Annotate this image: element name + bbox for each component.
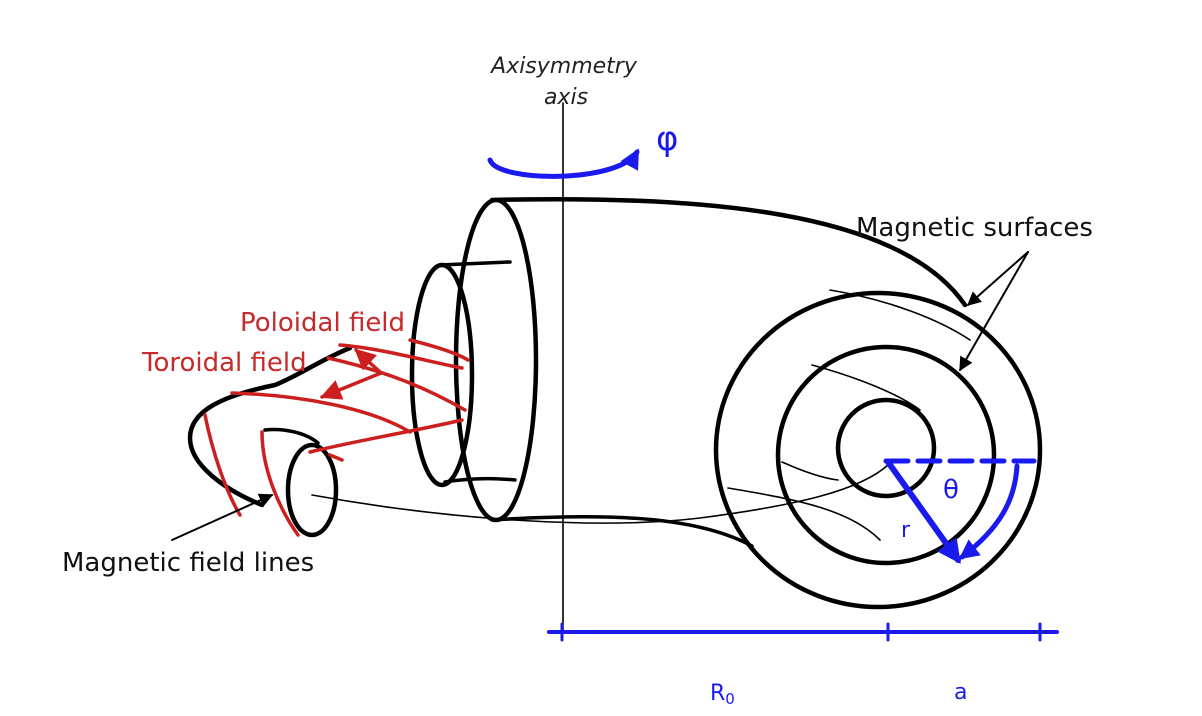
toroidal-field-line-5	[326, 356, 467, 412]
R0-label-subscript: 0	[725, 690, 735, 708]
inner-tube-spine-line	[311, 464, 889, 524]
left-tube-end-ellipse	[285, 442, 339, 538]
left-tube-inner-lip	[263, 427, 320, 445]
magnetic-surfaces-label: Magnetic surfaces	[856, 213, 1093, 243]
r-label: r	[901, 518, 911, 543]
a-label: a	[954, 680, 967, 705]
toroidal-field-line-3	[230, 391, 412, 434]
poloidal-field-arrow	[354, 348, 383, 375]
torus-middle-cut-ellipse	[409, 262, 475, 488]
R0-label: R0	[710, 681, 735, 708]
theta-angle-arrow	[958, 463, 1020, 560]
toroidal-field-line-1	[203, 413, 242, 517]
magnetic-surface-middle-circle	[775, 344, 997, 566]
surface-contour-line-2	[811, 364, 921, 411]
magnetic-surface-outer-circle	[713, 290, 1043, 610]
magnetic-surfaces-arrow-2	[959, 251, 1029, 372]
magnetic-field-lines-arrow	[171, 493, 274, 541]
torus-middle-bottom-edge	[443, 476, 517, 484]
toroidal-field-line-8	[328, 453, 344, 462]
toroidal-field-line-2	[260, 430, 300, 537]
r-vector-arrow	[885, 459, 961, 564]
magnetic-surface-inner-circle	[835, 397, 937, 499]
left-tube-outer-boundary	[187, 345, 353, 508]
poloidal-field-label: Poloidal field	[240, 308, 405, 338]
axis-label-line1: Axisymmetry	[489, 54, 638, 79]
torus-outer-top-edge	[489, 196, 968, 308]
surface-contour-line-4	[727, 487, 881, 541]
surface-contour-line-1	[829, 289, 971, 341]
torus-outer-cut-ellipse	[453, 197, 539, 523]
R0-label-main: R	[710, 681, 725, 706]
magnetic-field-lines-label: Magnetic field lines	[62, 548, 314, 578]
theta-label: θ	[943, 475, 959, 505]
phi-label: φ	[656, 119, 678, 159]
toroidal-field-line-4	[308, 418, 464, 454]
surface-contour-line-3	[781, 461, 839, 481]
toroidal-field-line-6	[338, 343, 464, 370]
phi-rotation-arrow	[487, 148, 640, 179]
toroidal-field-label: Toroidal field	[141, 348, 307, 378]
axis-label-line2: axis	[544, 85, 588, 110]
magnetic-surfaces-arrow-1	[966, 251, 1029, 306]
torus-middle-top-edge	[438, 260, 512, 267]
toroidal-field-line-7	[408, 338, 470, 362]
torus-outer-bottom-edge	[490, 515, 754, 548]
toroidal-field-arrow	[320, 371, 383, 400]
